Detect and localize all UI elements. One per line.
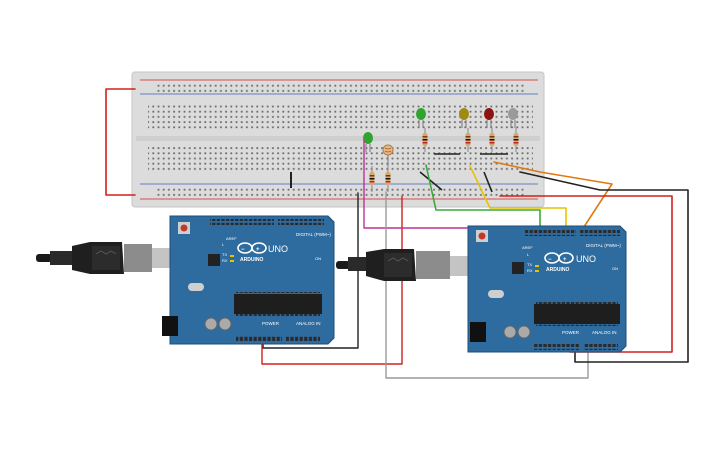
l-label: L [527,252,530,257]
digital-label: DIGITAL (PWM~) [296,232,331,237]
usb-chip [512,262,524,274]
svg-text:−: − [548,257,552,263]
digital-label: DIGITAL (PWM~) [586,243,621,248]
tx-label: TX [527,262,532,267]
power-jack[interactable] [470,322,486,342]
wire-black-right-gnd[interactable] [519,171,689,363]
jumper-black-4[interactable] [419,171,443,191]
center-channel [136,136,540,141]
rx-label: RX [527,268,533,273]
chip-pins-bottom [536,324,618,326]
usb-chip [208,254,220,266]
model-label: UNO [576,254,596,264]
yellow-led[interactable] [459,108,469,128]
rx-led [230,260,234,262]
svg-text:−: − [241,247,245,253]
white-led[interactable] [508,108,518,128]
rx-label: RX [222,258,228,263]
crystal [188,283,204,291]
brand-label: ARDUINO [546,267,569,273]
atmega-chip [534,304,620,324]
power-header[interactable] [534,344,580,350]
brand-label: ARDUINO [240,257,263,263]
analog-header[interactable] [584,344,618,350]
green-led-1[interactable] [363,132,373,152]
chip-pins-top [536,302,618,304]
model-label: UNO [268,244,288,254]
bottom-power-rail[interactable] [156,186,526,196]
on-label: ON [612,266,618,271]
digital-header-left[interactable] [524,230,576,236]
power-jack[interactable] [162,316,178,336]
atmega-chip [234,294,322,314]
reset-button-cap [478,232,486,240]
aref-label: AREF [522,245,533,250]
breadboard-components[interactable] [290,108,519,193]
resistor-2[interactable] [385,166,391,192]
analog-label: ANALOG IN [592,330,617,335]
usb-cable-left[interactable] [36,242,178,274]
digital-header-left[interactable] [210,219,274,225]
wire-yellow[interactable] [469,165,567,237]
capacitor-1 [503,325,517,339]
green-led-2[interactable] [416,108,426,128]
terminal-strip-upper[interactable] [148,103,533,129]
resistor-5[interactable] [489,128,495,152]
wire-green[interactable] [425,164,541,237]
digital-header-right[interactable] [278,219,324,225]
resistor-4[interactable] [465,128,471,152]
wire-red-rail-loop[interactable] [105,88,136,196]
arduino-uno-left[interactable]: DIGITAL (PWM~) AREF − + UNO ARDUINO L TX… [162,215,335,345]
photoresistor[interactable] [382,144,394,166]
resistor-6[interactable] [513,128,519,152]
arduino-logo: − + [237,242,267,254]
arduino-logo: − + [544,252,574,264]
reset-button-cap [180,224,188,232]
resistor-1[interactable] [369,166,375,192]
resistor-3[interactable] [422,128,428,152]
capacitor-2 [218,317,232,331]
breadboard[interactable] [131,71,545,208]
aref-label: AREF [226,236,237,241]
tx-label: TX [222,252,227,257]
arduino-uno-right[interactable]: DIGITAL (PWM~) AREF − + UNO ARDUINO L TX… [467,225,627,353]
capacitor-2 [517,325,531,339]
chip-pins-top [236,292,320,294]
capacitor-1 [204,317,218,331]
jumper-black-5[interactable] [483,171,493,193]
svg-text:+: + [563,257,567,263]
chip-pins-bottom [236,314,320,316]
terminal-strip-lower[interactable] [148,147,533,173]
red-led[interactable] [484,108,494,128]
wire-orange[interactable] [493,161,613,237]
tx-led [230,255,234,257]
power-label: POWER [262,321,280,326]
on-label: ON [315,256,321,261]
power-label: POWER [562,330,580,335]
top-power-rail[interactable] [156,82,526,92]
digital-header-right[interactable] [580,230,620,236]
power-header[interactable] [236,336,282,342]
crystal [488,290,504,298]
svg-text:+: + [256,247,260,253]
tx-led [535,265,539,267]
wire-gray-a0[interactable] [385,191,589,379]
analog-header[interactable] [286,336,320,342]
l-label: L [222,242,225,247]
analog-label: ANALOG IN [296,321,321,326]
rx-led [535,270,539,272]
